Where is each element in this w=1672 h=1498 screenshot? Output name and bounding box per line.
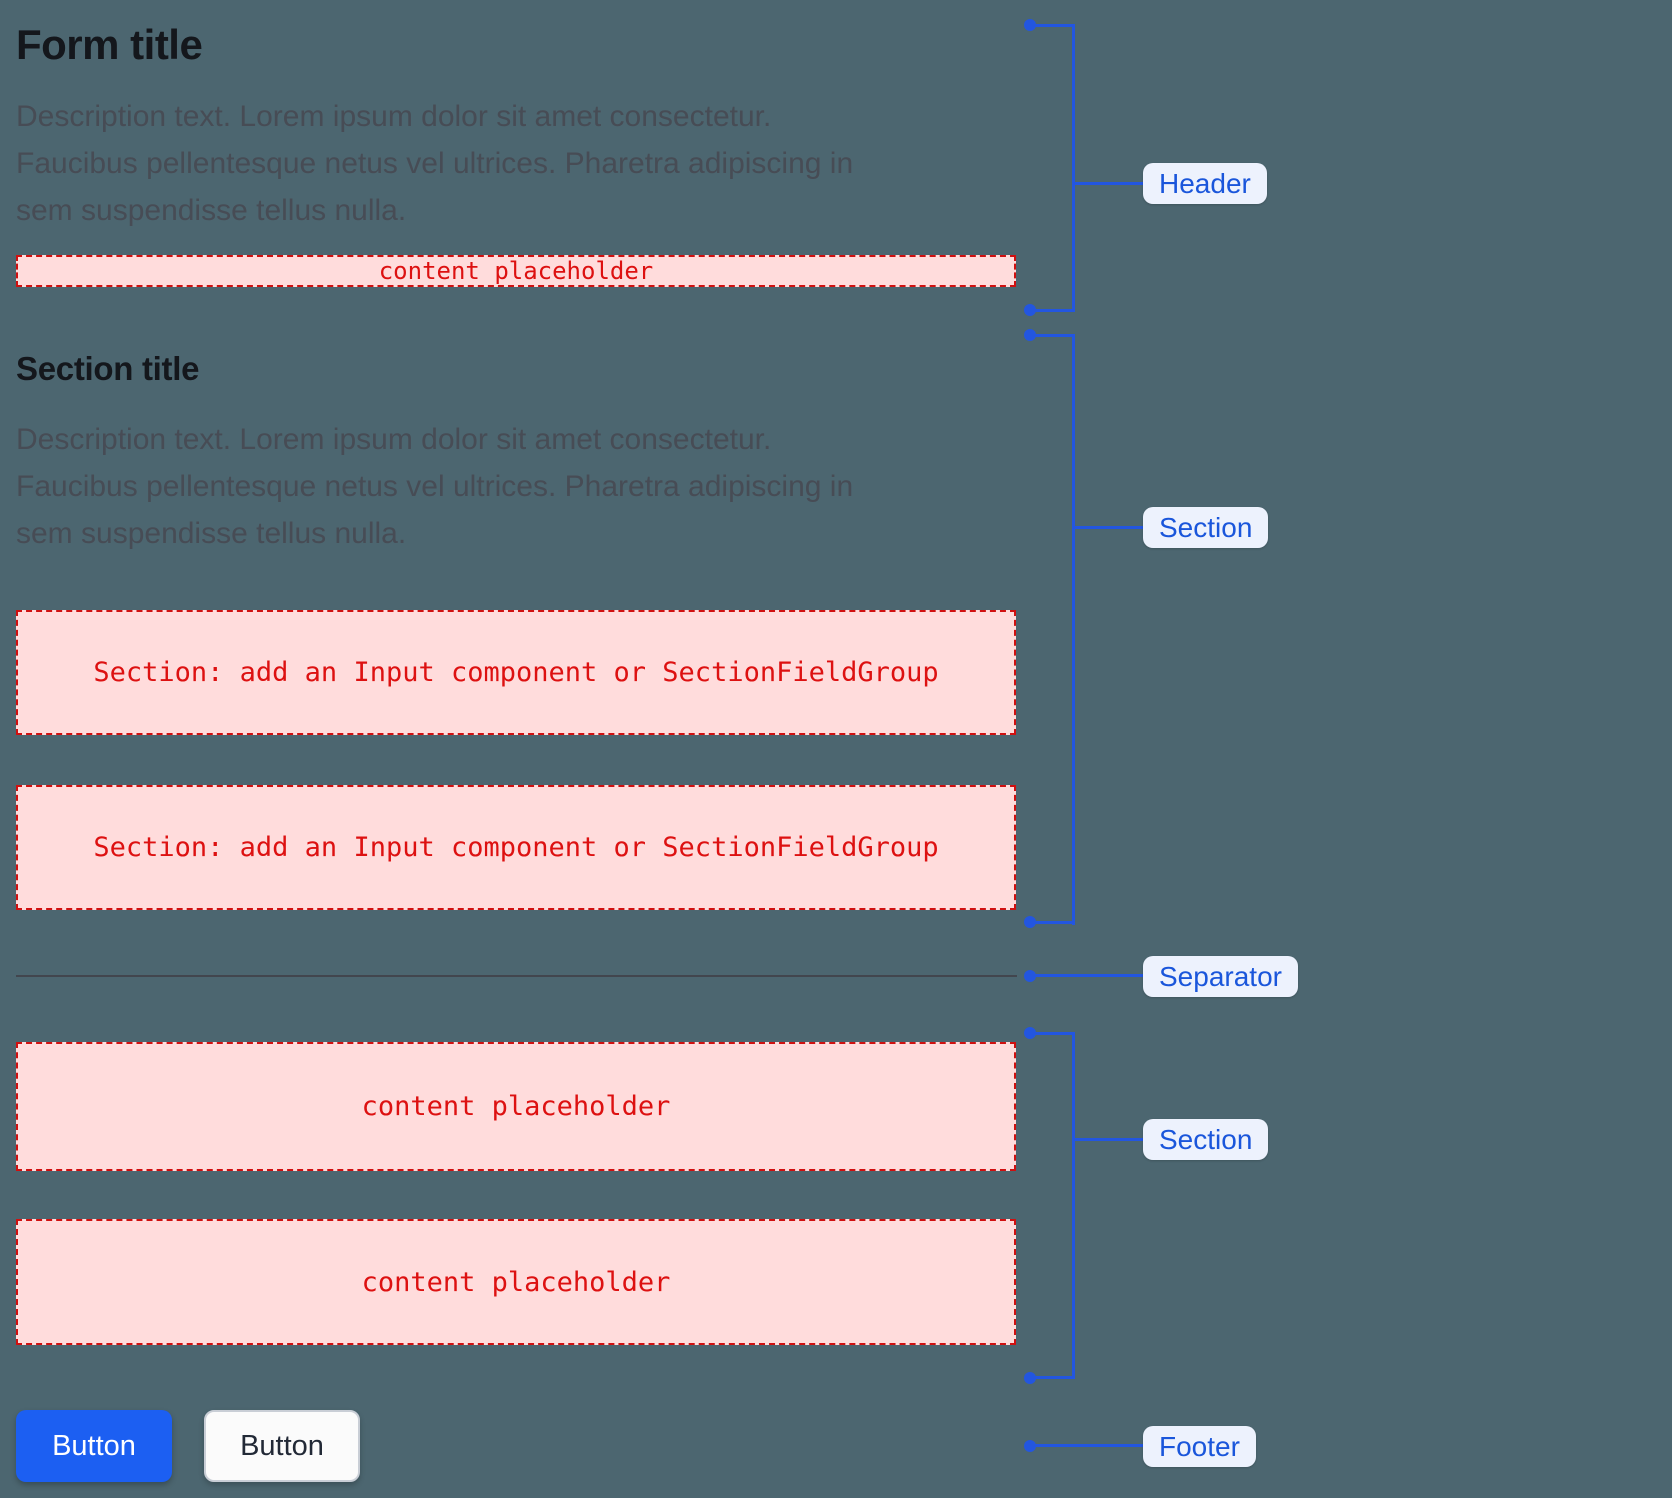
placeholder-label: Section: add an Input component or Secti… (93, 832, 939, 863)
separator-label-connector (1030, 974, 1143, 977)
section-content-placeholder: content placeholder (16, 1219, 1016, 1345)
section1-label-connector (1072, 526, 1143, 529)
section2-bracket-top-stub (1030, 1032, 1075, 1035)
placeholder-label: Section: add an Input component or Secti… (93, 657, 939, 688)
section1-bracket-bottom-dot (1024, 916, 1036, 928)
section1-bracket-bottom-stub (1030, 921, 1075, 924)
section-description-line: Faucibus pellentesque netus vel ultrices… (16, 470, 854, 503)
footer-label-connector (1030, 1444, 1143, 1447)
header-bracket-bottom-dot (1024, 304, 1036, 316)
placeholder-label: content placeholder (361, 1091, 671, 1122)
section2-bracket-bottom-stub (1030, 1376, 1075, 1379)
section-description-line: Description text. Lorem ipsum dolor sit … (16, 423, 772, 456)
footer-annotation-chip: Footer (1143, 1426, 1256, 1467)
section1-bracket-top-stub (1030, 334, 1075, 337)
form-description-line: sem suspendisse tellus nulla. (16, 194, 407, 227)
placeholder-label: content placeholder (378, 257, 654, 285)
header-label-connector (1072, 182, 1143, 185)
header-bracket-line (1072, 24, 1075, 312)
section2-bracket-line (1072, 1032, 1075, 1379)
section1-bracket-line (1072, 334, 1075, 925)
header-content-placeholder: content placeholder (16, 255, 1016, 287)
form-title: Form title (16, 21, 203, 68)
separator-annotation-chip: Separator (1143, 956, 1298, 997)
section-description: Description text. Lorem ipsum dolor sit … (16, 416, 1016, 557)
header-annotation-chip: Header (1143, 163, 1267, 204)
section-input-slot-placeholder: Section: add an Input component or Secti… (16, 785, 1016, 910)
section2-bracket-bottom-dot (1024, 1372, 1036, 1384)
section2-annotation-chip: Section (1143, 1119, 1269, 1160)
header-annotation-label: Header (1159, 167, 1251, 199)
placeholder-label: content placeholder (361, 1266, 671, 1298)
section2-annotation-label: Section (1159, 1123, 1253, 1155)
primary-button[interactable]: Button (16, 1410, 172, 1482)
section-title: Section title (16, 350, 200, 387)
primary-button-label: Button (52, 1429, 136, 1462)
form-description: Description text. Lorem ipsum dolor sit … (16, 93, 1016, 234)
separator-line (16, 975, 1017, 977)
header-bracket-top-stub (1030, 24, 1075, 27)
header-bracket-bottom-stub (1030, 309, 1075, 312)
form-description-line: Faucibus pellentesque netus vel ultrices… (16, 147, 854, 180)
form-description-line: Description text. Lorem ipsum dolor sit … (16, 100, 772, 133)
section-description-line: sem suspendisse tellus nulla. (16, 517, 407, 550)
section-content-placeholder: content placeholder (16, 1042, 1016, 1171)
secondary-button[interactable]: Button (204, 1410, 360, 1482)
section1-annotation-label: Section (1159, 511, 1253, 543)
section2-label-connector (1072, 1138, 1143, 1141)
section1-annotation-chip: Section (1143, 507, 1269, 548)
separator-annotation-label: Separator (1159, 960, 1282, 992)
footer-annotation-label: Footer (1159, 1430, 1240, 1462)
secondary-button-label: Button (240, 1429, 324, 1462)
section-input-slot-placeholder: Section: add an Input component or Secti… (16, 610, 1016, 735)
